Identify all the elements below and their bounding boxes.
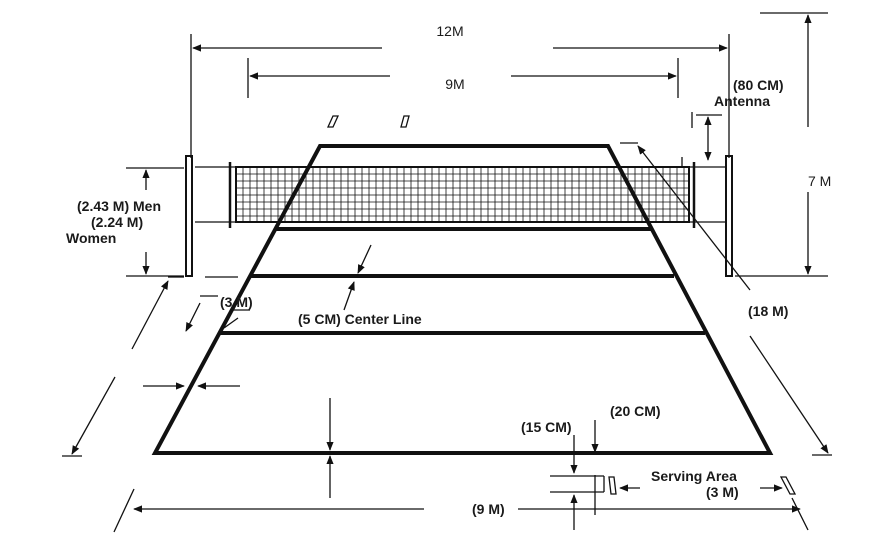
net	[185, 155, 733, 277]
label-serving-area-width: (3 M)	[706, 484, 739, 500]
net-mesh	[236, 167, 689, 222]
dimension-3m-left: (3 M)	[168, 276, 253, 332]
dimension-antenna: (80 CM) Antenna	[681, 77, 784, 168]
net-frame	[235, 166, 690, 223]
dimension-18m: (18 M)	[620, 142, 832, 456]
label-7m: 7 M	[808, 173, 831, 189]
post-left	[185, 155, 193, 277]
court	[151, 144, 774, 455]
label-18m: (18 M)	[748, 303, 788, 319]
dimension-center-line: (5 CM) Center Line	[298, 244, 422, 327]
dimension-left-diagonal	[62, 280, 169, 457]
label-baseline-9m: (9 M)	[472, 501, 505, 517]
label-serving-area: Serving Area	[651, 468, 737, 484]
serving-mark-right	[779, 476, 797, 495]
court-boundary	[151, 144, 774, 455]
label-3m: (3 M)	[220, 294, 253, 310]
marker-left	[326, 115, 340, 128]
dimension-net-height: (2.43 M) Men (2.24 M) Women	[66, 167, 184, 277]
label-9m: 9M	[445, 76, 464, 92]
dimension-12m: 12M	[190, 23, 730, 158]
label-women-value: (2.24 M)	[91, 214, 143, 230]
label-center-line: (5 CM) Center Line	[298, 311, 422, 327]
dimension-7m: 7 M	[735, 12, 831, 277]
label-20cm: (20 CM)	[610, 403, 661, 419]
label-80cm: (80 CM)	[733, 77, 784, 93]
marker-right	[400, 115, 410, 128]
label-15cm: (15 CM)	[521, 419, 572, 435]
label-12m: 12M	[436, 23, 463, 39]
label-women: Women	[66, 230, 116, 246]
label-men: (2.43 M) Men	[77, 198, 161, 214]
dimension-service-marks: (20 CM) (15 CM)	[521, 403, 661, 530]
label-antenna: Antenna	[714, 93, 770, 109]
post-right	[725, 155, 733, 277]
dimension-baseline-9m: (9 M)	[113, 488, 809, 533]
dimension-serving-area: Serving Area (3 M)	[608, 468, 797, 500]
dimension-9m: 9M	[247, 58, 679, 98]
serving-mark-left	[608, 476, 617, 495]
